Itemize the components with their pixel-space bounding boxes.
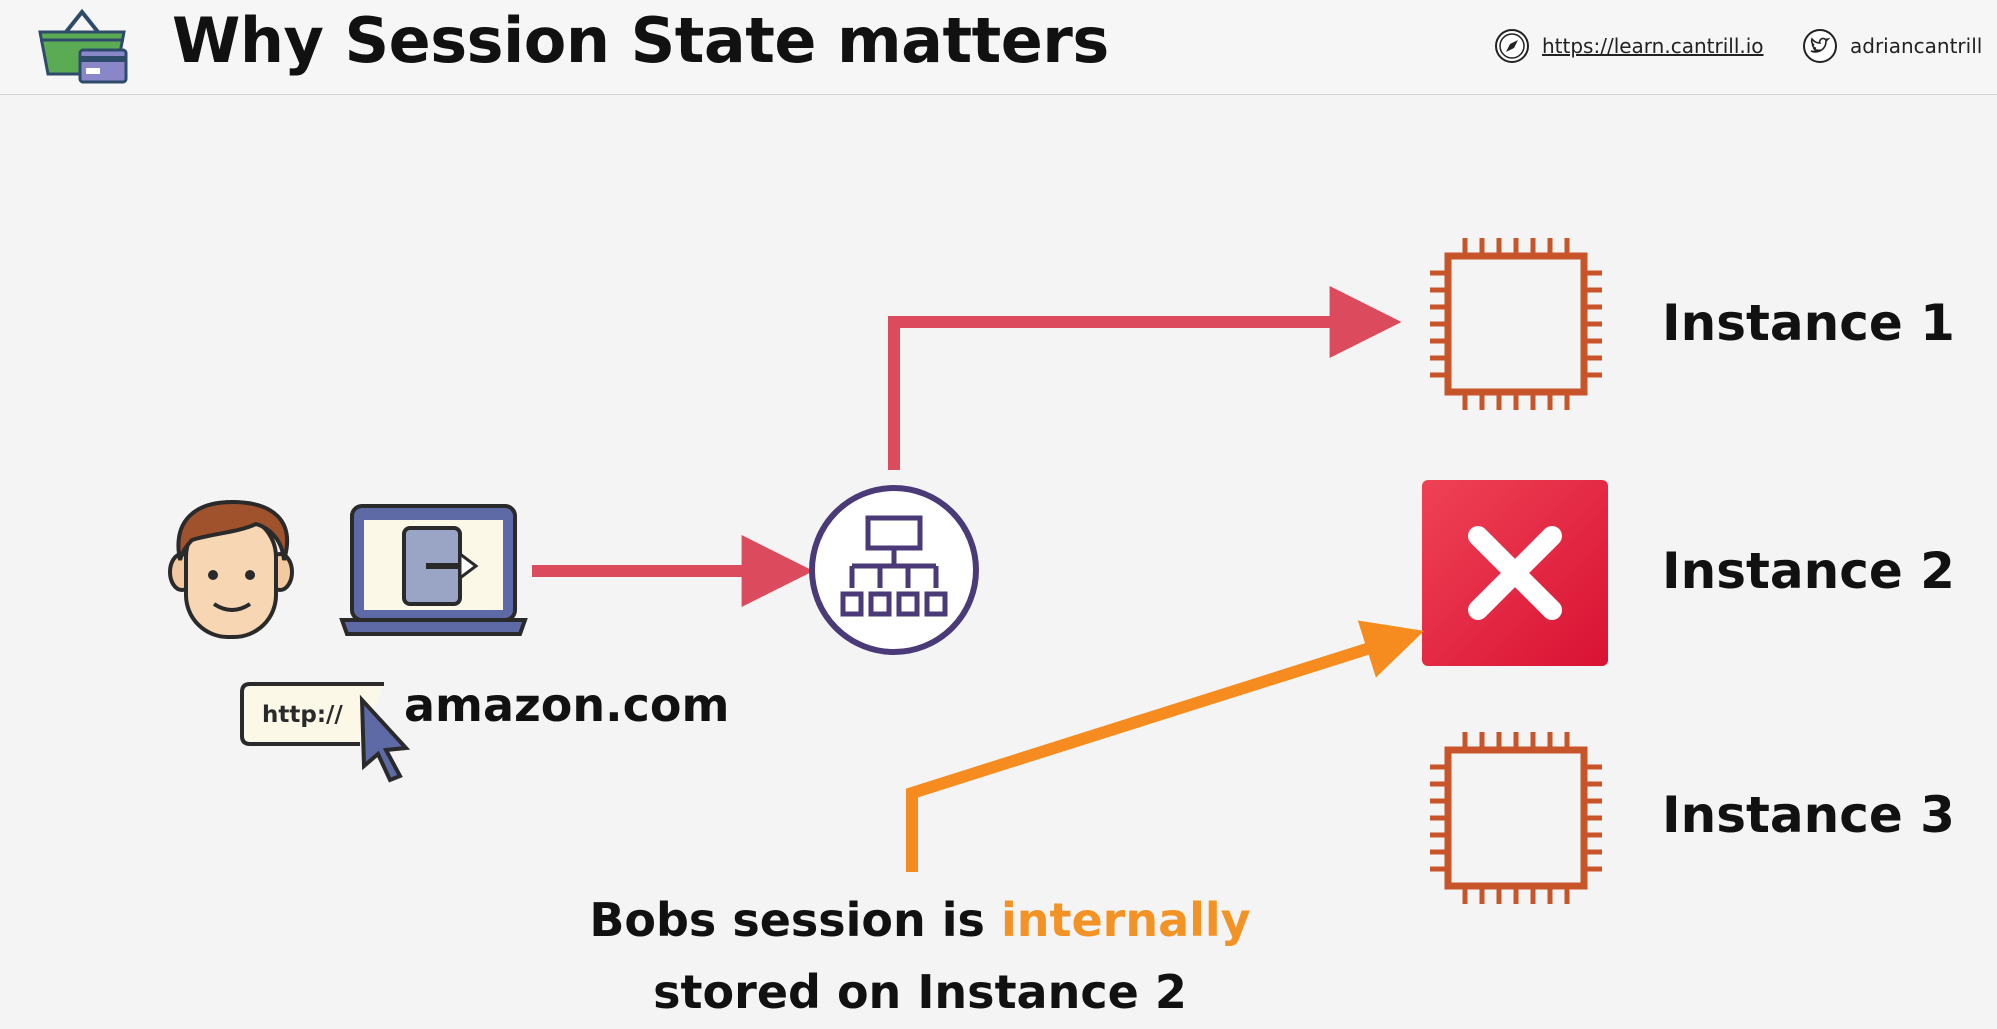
page-title: Why Session State matters: [172, 4, 1109, 77]
cursor-icon: [359, 694, 411, 783]
user-face-icon: [168, 499, 294, 639]
shopping-basket-card-icon: [38, 8, 128, 84]
instance-3-label: Instance 3: [1662, 786, 1955, 844]
twitter-icon: [1803, 29, 1837, 63]
instance-2-failed-icon: [1422, 480, 1608, 666]
laptop-login-icon: [339, 504, 528, 636]
instance-2-label: Instance 2: [1662, 542, 1955, 600]
twitter-handle[interactable]: adriancantrill: [1850, 34, 1983, 58]
compass-icon: [1495, 29, 1529, 63]
session-arrow: [906, 620, 1425, 872]
instance-3-chip-icon: [1430, 732, 1602, 904]
load-balancer-icon: [809, 485, 979, 655]
twitter-link[interactable]: adriancantrill: [1802, 26, 1982, 66]
session-caption: Bobs session is internally stored on Ins…: [520, 884, 1320, 1028]
caption-part1: Bobs session is: [589, 893, 1001, 947]
instance-1-chip-icon: [1430, 238, 1602, 410]
caption-part2: stored on Instance 2: [653, 965, 1187, 1019]
lb-to-instance1-arrow: [888, 286, 1402, 470]
url-prefix: http://: [262, 702, 343, 728]
domain-label: amazon.com: [404, 678, 730, 732]
header-bar: Why Session State matters https://learn.…: [0, 0, 1997, 95]
website-url[interactable]: https://learn.cantrill.io: [1542, 34, 1764, 58]
instance-1-label: Instance 1: [1662, 294, 1955, 352]
url-bar: [240, 682, 384, 746]
website-link[interactable]: https://learn.cantrill.io: [1494, 26, 1764, 66]
caption-highlight: internally: [1000, 893, 1251, 947]
